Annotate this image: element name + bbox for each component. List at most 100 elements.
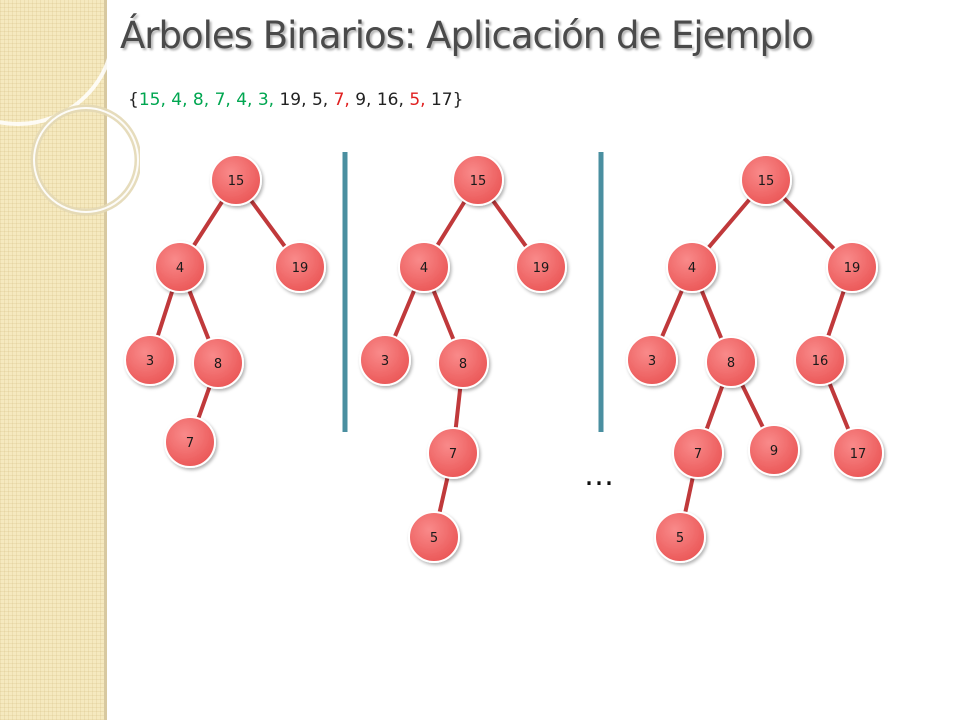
node-circle xyxy=(437,337,489,389)
node-circle xyxy=(359,334,411,386)
node-label: 4 xyxy=(176,261,184,276)
node-circle xyxy=(705,336,757,388)
node-label: 3 xyxy=(146,354,154,369)
node-label: 8 xyxy=(459,357,467,372)
sequence-comma: , xyxy=(366,90,377,110)
tree-2-node: 3 xyxy=(359,334,411,386)
tree-3-node: 8 xyxy=(705,336,757,388)
sequence-comma: , xyxy=(182,90,193,110)
tree-2-node: 5 xyxy=(408,511,460,563)
sequence-item: 5 xyxy=(409,90,421,110)
node-circle xyxy=(192,337,244,389)
tree-1-node: 8 xyxy=(192,337,244,389)
node-label: 7 xyxy=(694,447,702,462)
node-label: 15 xyxy=(470,174,487,189)
tree-1-node: 19 xyxy=(274,241,326,293)
node-label: 19 xyxy=(292,261,309,276)
node-circle xyxy=(826,241,878,293)
node-label: 19 xyxy=(844,261,861,276)
node-circle xyxy=(672,427,724,479)
sequence-item: 16 xyxy=(376,90,399,110)
sequence-comma: , xyxy=(247,90,258,110)
node-circle xyxy=(654,511,706,563)
node-label: 15 xyxy=(228,174,245,189)
node-circle xyxy=(748,424,800,476)
tree-3-node: 16 xyxy=(794,334,846,386)
node-circle xyxy=(626,334,678,386)
node-circle xyxy=(274,241,326,293)
tree-3-node: 3 xyxy=(626,334,678,386)
sequence-item: 7 xyxy=(214,90,226,110)
tree-2-node: 7 xyxy=(427,427,479,479)
node-label: 7 xyxy=(186,436,194,451)
tree-2-node: 4 xyxy=(398,241,450,293)
sequence-item: 4 xyxy=(236,90,248,110)
sequence-item: 3 xyxy=(257,90,269,110)
node-label: 19 xyxy=(533,261,550,276)
tree-3-node: 19 xyxy=(826,241,878,293)
tree-2-node: 19 xyxy=(515,241,567,293)
node-label: 17 xyxy=(850,447,867,462)
sequence-close-brace: } xyxy=(452,90,464,110)
node-circle xyxy=(210,154,262,206)
tree-2-node: 15 xyxy=(452,154,504,206)
node-label: 7 xyxy=(449,447,457,462)
tree-3-node: 4 xyxy=(666,241,718,293)
node-label: 3 xyxy=(381,354,389,369)
sequence-item: 8 xyxy=(192,90,204,110)
node-circle xyxy=(832,427,884,479)
node-circle xyxy=(794,334,846,386)
insertion-sequence: {15, 4, 8, 7, 4, 3, 19, 5, 7, 9, 16, 5, … xyxy=(128,90,463,110)
sequence-item: 17 xyxy=(430,90,453,110)
node-circle xyxy=(452,154,504,206)
sequence-item: 4 xyxy=(171,90,183,110)
node-label: 8 xyxy=(214,357,222,372)
node-circle xyxy=(666,241,718,293)
sequence-comma: , xyxy=(398,90,410,110)
ellipsis: … xyxy=(584,458,615,493)
node-circle xyxy=(154,241,206,293)
sequence-item: 19 xyxy=(279,90,302,110)
tree-1-node: 3 xyxy=(124,334,176,386)
node-circle xyxy=(427,427,479,479)
node-circle xyxy=(124,334,176,386)
node-label: 9 xyxy=(770,444,778,459)
sequence-comma: , xyxy=(344,90,356,110)
tree-3-node: 17 xyxy=(832,427,884,479)
node-circle xyxy=(740,154,792,206)
tree-1-node: 4 xyxy=(154,241,206,293)
node-label: 16 xyxy=(812,354,829,369)
sequence-open-brace: { xyxy=(128,90,139,110)
tree-2-node: 8 xyxy=(437,337,489,389)
slide-title: Árboles Binarios: Aplicación de Ejemplo xyxy=(120,14,814,57)
node-label: 5 xyxy=(676,531,684,546)
sequence-item: 5 xyxy=(311,90,323,110)
tree-1-node: 15 xyxy=(210,154,262,206)
node-label: 4 xyxy=(688,261,696,276)
node-circle xyxy=(515,241,567,293)
sequence-item: 15 xyxy=(138,90,161,110)
decorative-circles xyxy=(0,0,140,216)
node-label: 5 xyxy=(430,531,438,546)
sequence-comma: , xyxy=(420,90,431,110)
node-circle xyxy=(398,241,450,293)
sequence-comma: , xyxy=(160,90,172,110)
sequence-comma: , xyxy=(301,90,312,110)
sequence-item: 7 xyxy=(333,90,345,110)
sequence-comma: , xyxy=(268,90,280,110)
tree-3-node: 15 xyxy=(740,154,792,206)
node-label: 4 xyxy=(420,261,428,276)
tree-3-node: 9 xyxy=(748,424,800,476)
node-circle xyxy=(408,511,460,563)
sequence-comma: , xyxy=(203,90,215,110)
node-circle xyxy=(164,416,216,468)
node-label: 15 xyxy=(758,174,775,189)
sequence-item: 9 xyxy=(355,90,367,110)
node-label: 3 xyxy=(648,354,656,369)
sequence-comma: , xyxy=(322,90,334,110)
node-label: 8 xyxy=(727,356,735,371)
tree-1-node: 7 xyxy=(164,416,216,468)
sequence-comma: , xyxy=(225,90,237,110)
